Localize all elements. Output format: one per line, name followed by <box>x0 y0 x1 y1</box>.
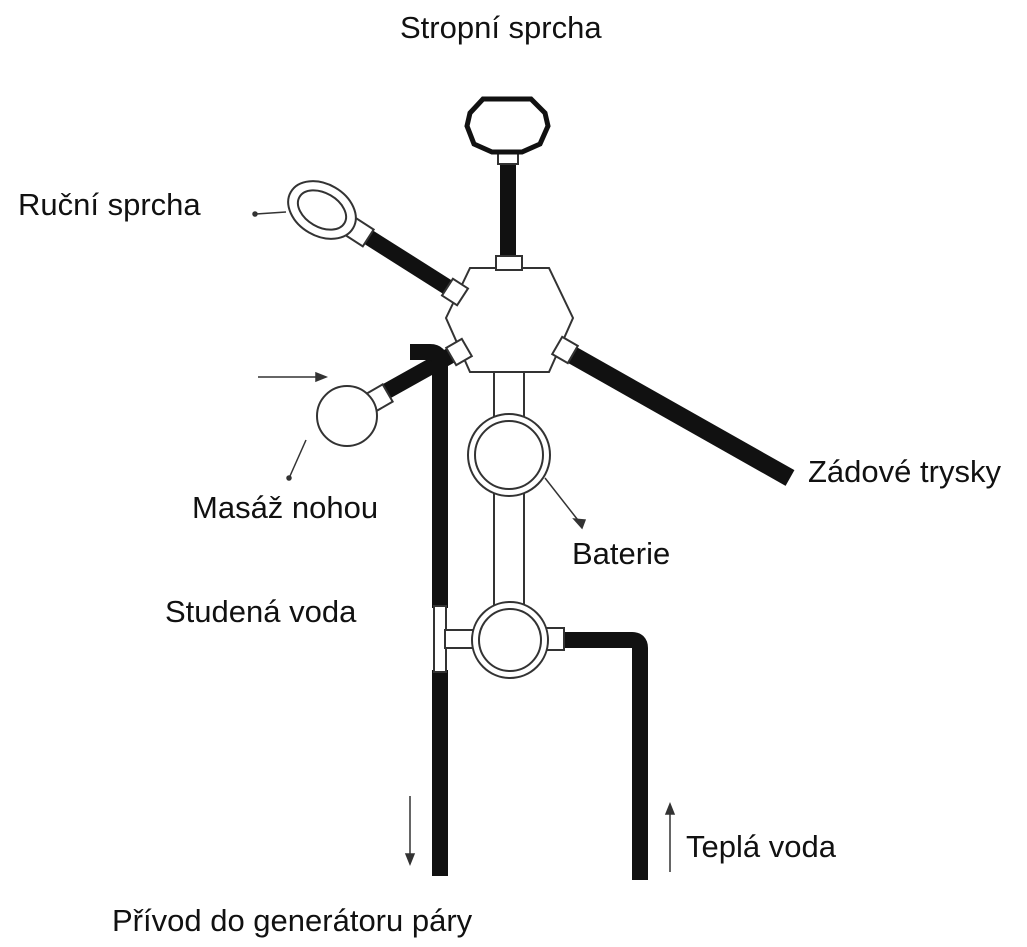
mixer-lower-inner <box>478 608 542 672</box>
foot-massage-leader <box>289 439 307 477</box>
hand-shower-hose <box>357 226 457 297</box>
hand-shower-leader-dot <box>252 211 258 217</box>
cold-water-arrowhead <box>315 371 329 383</box>
manifold-lower-left-nut <box>444 337 474 367</box>
label-cold-water: Studená voda <box>165 594 357 629</box>
fittings <box>342 149 580 651</box>
hand-shower-head <box>287 180 357 240</box>
label-mixer: Baterie <box>572 536 671 571</box>
top-nut <box>495 255 523 271</box>
mixer-upper-inner <box>474 420 544 490</box>
label-warm-water: Teplá voda <box>686 829 836 864</box>
hand-shower-leader <box>255 211 287 215</box>
back-jets-hose <box>562 344 795 486</box>
manifold-upper-left-nut <box>440 277 470 307</box>
label-back-jets: Zádové trysky <box>808 454 1001 489</box>
mixer-leader-arrowhead <box>572 518 587 530</box>
label-top-shower: Stropní sprcha <box>400 10 602 45</box>
label-steam-supply: Přívod do generátoru páry <box>112 903 473 938</box>
foot-massage-head <box>316 385 378 447</box>
foot-massage-leader-dot <box>286 475 292 481</box>
leaders <box>252 211 676 872</box>
manifold-right-nut <box>550 335 580 365</box>
mixer-leader <box>544 477 582 525</box>
cold-side-nut <box>444 629 474 649</box>
manifold-hexagon <box>444 267 575 373</box>
mixer-lower-gauge <box>471 601 549 679</box>
steam-arrowhead <box>404 853 416 867</box>
cold-connector <box>433 605 474 673</box>
mixer-upper-gauge <box>467 413 551 497</box>
label-hand-shower: Ruční sprcha <box>18 187 201 222</box>
cold-water-pipe-top <box>410 344 448 608</box>
hand-shower-inner <box>296 189 348 231</box>
top-shower-head <box>464 96 551 155</box>
hoses <box>357 165 795 880</box>
label-foot-massage: Masáž nohou <box>192 490 379 525</box>
warm-water-pipe <box>560 632 648 880</box>
riser-lower <box>493 485 525 613</box>
warm-water-arrowhead <box>664 801 676 815</box>
